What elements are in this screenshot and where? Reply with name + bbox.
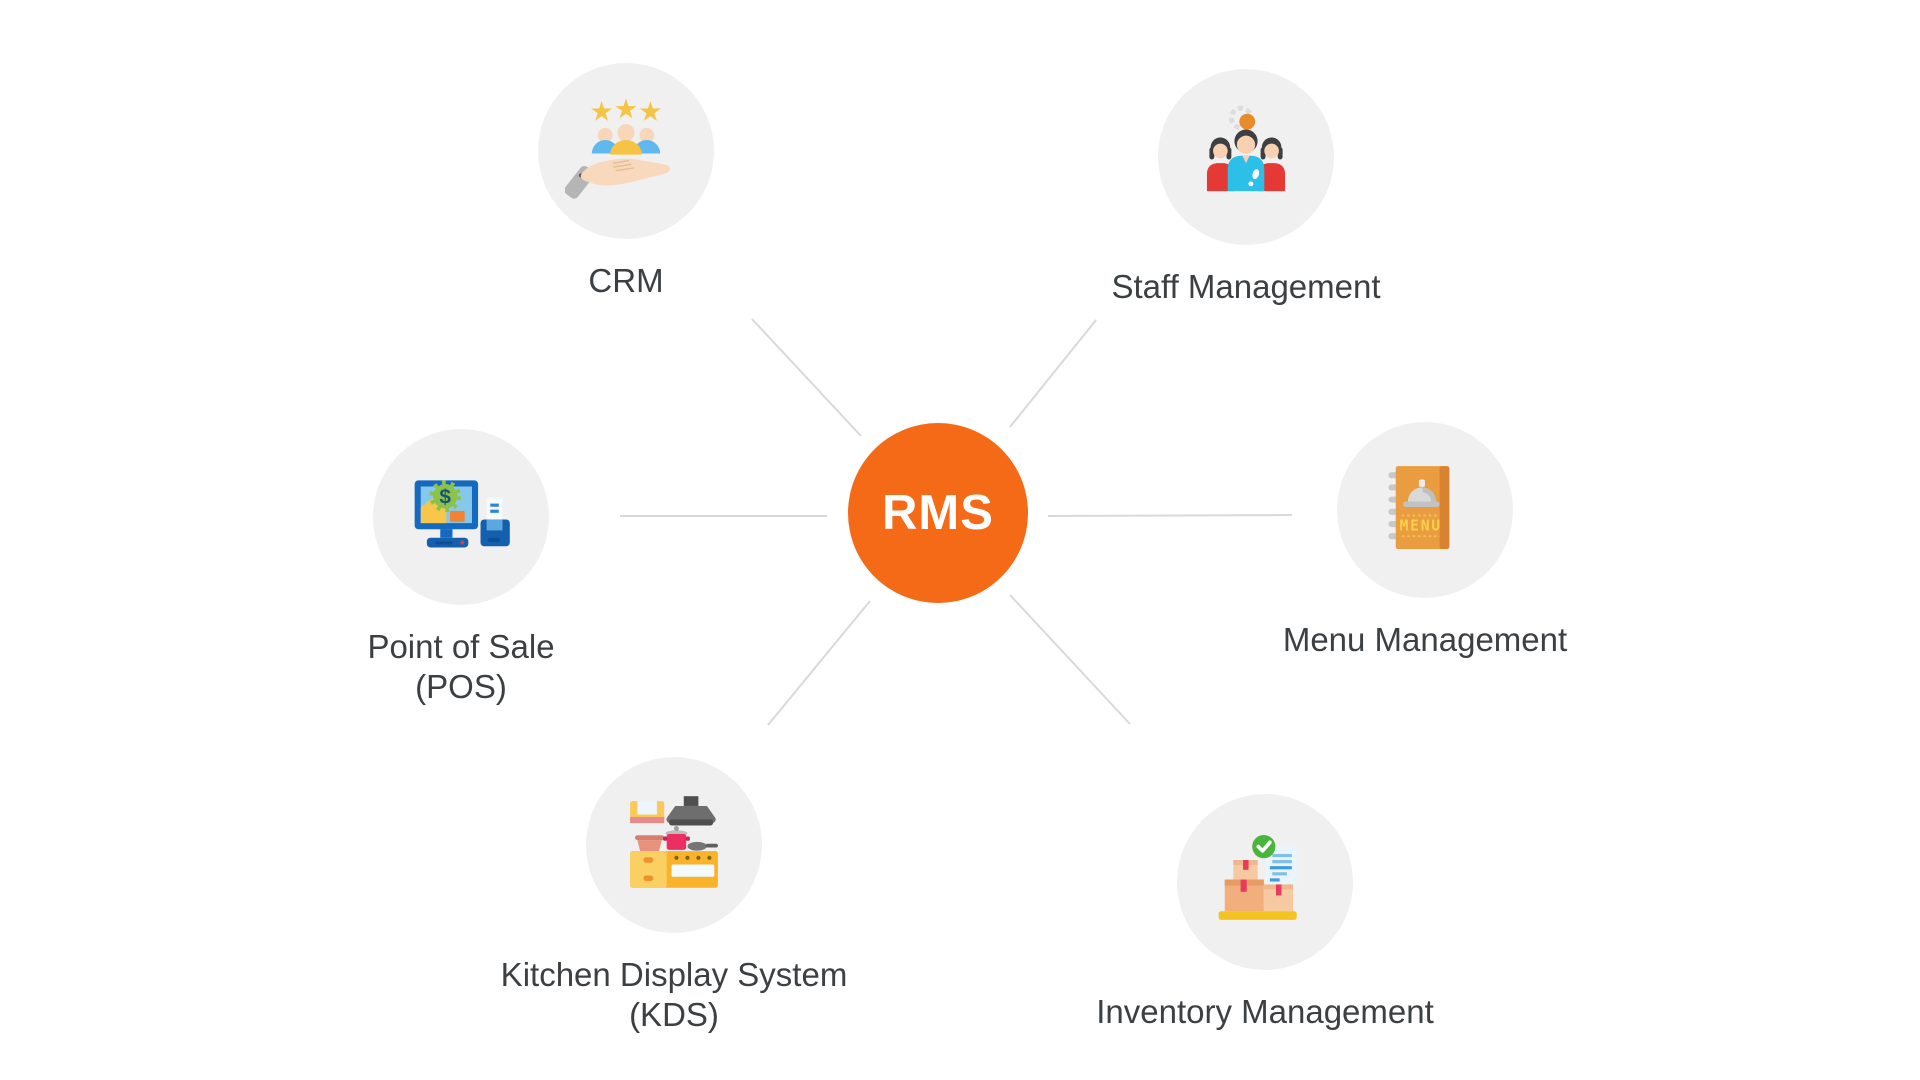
pos-terminal-icon: $ — [373, 429, 549, 605]
crm-hand-customers-icon — [538, 63, 714, 239]
svg-text:$: $ — [439, 486, 451, 509]
node-kitchen-display-system: Kitchen Display System (KDS) — [501, 757, 847, 1033]
node-menu-management: MENU Menu Management — [1283, 422, 1567, 658]
node-label-crm: CRM — [588, 262, 664, 299]
node-label-inventory-management: Inventory Management — [1096, 993, 1434, 1030]
node-label-point-of-sale: Point of Sale (POS) — [367, 628, 555, 705]
kitchen-stove-icon — [586, 757, 762, 933]
node-crm: CRM — [538, 63, 714, 299]
connector-menu-management — [1047, 514, 1293, 517]
node-label-kitchen-display-system: Kitchen Display System (KDS) — [500, 956, 848, 1033]
rating-stars — [591, 98, 661, 121]
connector-crm — [751, 318, 862, 437]
connector-staff-management — [1009, 319, 1097, 428]
node-staff-management: Staff Management — [1111, 69, 1381, 305]
connector-kitchen-display-system — [767, 600, 871, 726]
hub-label: RMS — [882, 486, 994, 540]
svg-text:MENU: MENU — [1399, 518, 1442, 535]
inventory-boxes-checklist-icon — [1177, 794, 1353, 970]
node-point-of-sale: $ Point of Sale (POS) — [367, 429, 555, 705]
node-label-staff-management: Staff Management — [1111, 268, 1381, 305]
node-inventory-management: Inventory Management — [1096, 794, 1434, 1030]
menu-book-icon: MENU — [1337, 422, 1513, 598]
rms-hub: RMS — [848, 423, 1028, 603]
connector-inventory-management — [1009, 594, 1131, 725]
staff-team-gear-icon — [1158, 69, 1334, 245]
node-label-menu-management: Menu Management — [1282, 621, 1568, 658]
